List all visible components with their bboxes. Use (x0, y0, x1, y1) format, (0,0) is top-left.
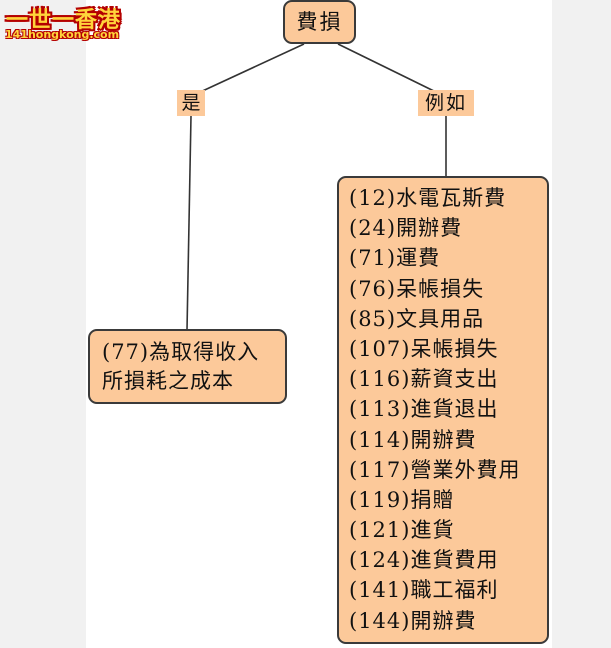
root-node: 費損 (283, 0, 356, 44)
list-item: (24)開辦費 (349, 216, 463, 241)
watermark-title: 一世一香港 (6, 8, 122, 33)
line-root-to-eg (337, 43, 441, 95)
list-item: (124)進貨費用 (349, 548, 499, 573)
list-item: (76)呆帳損失 (349, 276, 485, 301)
list-item: (119)捐贈 (349, 487, 455, 512)
list-item: (121)進貨 (349, 518, 455, 543)
watermark-url: 141hongkong.com (5, 28, 120, 41)
list-item: (12)水電瓦斯費 (349, 186, 507, 210)
list-item: (114)開辦費 (349, 427, 477, 452)
line-root-to-yes (195, 43, 305, 95)
left-node: (77)為取得收入 所損耗之成本 (88, 329, 287, 404)
edge-label-yes: 是 (177, 90, 205, 116)
list-item: (116)薪資支出 (349, 367, 499, 392)
edge-label-example: 例如 (418, 90, 474, 116)
list-item: (117)營業外費用 (349, 457, 521, 482)
list-item: (71)運費 (349, 246, 441, 271)
left-node-line: (77)為取得收入 (102, 340, 260, 364)
watermark-logo: 一世一香港 141hongkong.com (0, 2, 132, 44)
list-item: (141)職工福利 (349, 578, 499, 603)
line-yes-to-left-node (186, 115, 192, 331)
list-item: (107)呆帳損失 (349, 336, 499, 361)
list-item: (144)開辦費 (349, 608, 477, 633)
list-item: (113)進貨退出 (349, 397, 499, 422)
right-node: (12)水電瓦斯費 (24)開辦費 (71)運費 (76)呆帳損失 (85)文具… (337, 176, 549, 644)
list-item: (85)文具用品 (349, 306, 485, 331)
left-node-line: 所損耗之成本 (102, 369, 234, 393)
